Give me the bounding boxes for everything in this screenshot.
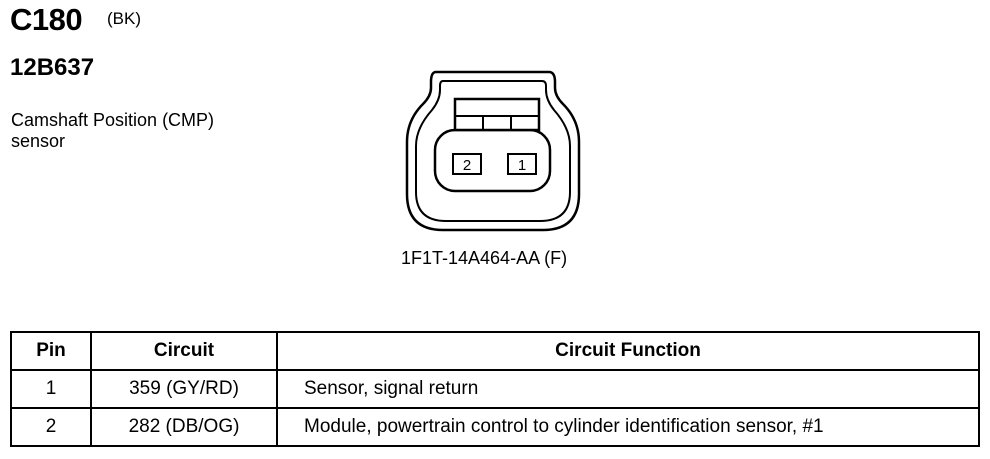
pin-1-label: 1 [518,157,526,174]
pin-1-box [507,153,537,175]
part-number: 12B637 [10,54,95,81]
header-circuit: Circuit [90,331,278,371]
row-pin: 2 [10,407,92,447]
row-function: Module, powertrain control to cylinder i… [276,407,980,447]
description-line-2: sensor [11,131,66,151]
component-description: Camshaft Position (CMP) sensor [11,110,214,152]
pin-2-box [452,153,482,175]
locking-tab [453,97,541,132]
header-pin: Pin [10,331,92,371]
connector-face-diagram: 2 1 [405,70,581,232]
row-circuit: 282 (DB/OG) [90,407,278,447]
connector-outer-shell [405,70,581,232]
header-function: Circuit Function [276,331,980,371]
connector-color-code: (BK) [107,9,141,28]
table-header-row: Pin Circuit Circuit Function [10,331,980,371]
table-row: 1 359 (GY/RD) Sensor, signal return [10,369,980,409]
table-row: 2 282 (DB/OG) Module, powertrain control… [10,407,980,447]
row-pin: 1 [10,369,92,409]
connector-id: C180 [10,2,83,37]
pinout-table: Pin Circuit Circuit Function 1 359 (GY/R… [10,331,980,447]
row-circuit: 359 (GY/RD) [90,369,278,409]
connector-part-code: 1F1T-14A464-AA (F) [401,248,568,268]
connector-inner-shell [415,80,571,222]
row-function: Sensor, signal return [276,369,980,409]
description-line-1: Camshaft Position (CMP) [11,110,215,130]
pin-2-label: 2 [463,157,471,174]
